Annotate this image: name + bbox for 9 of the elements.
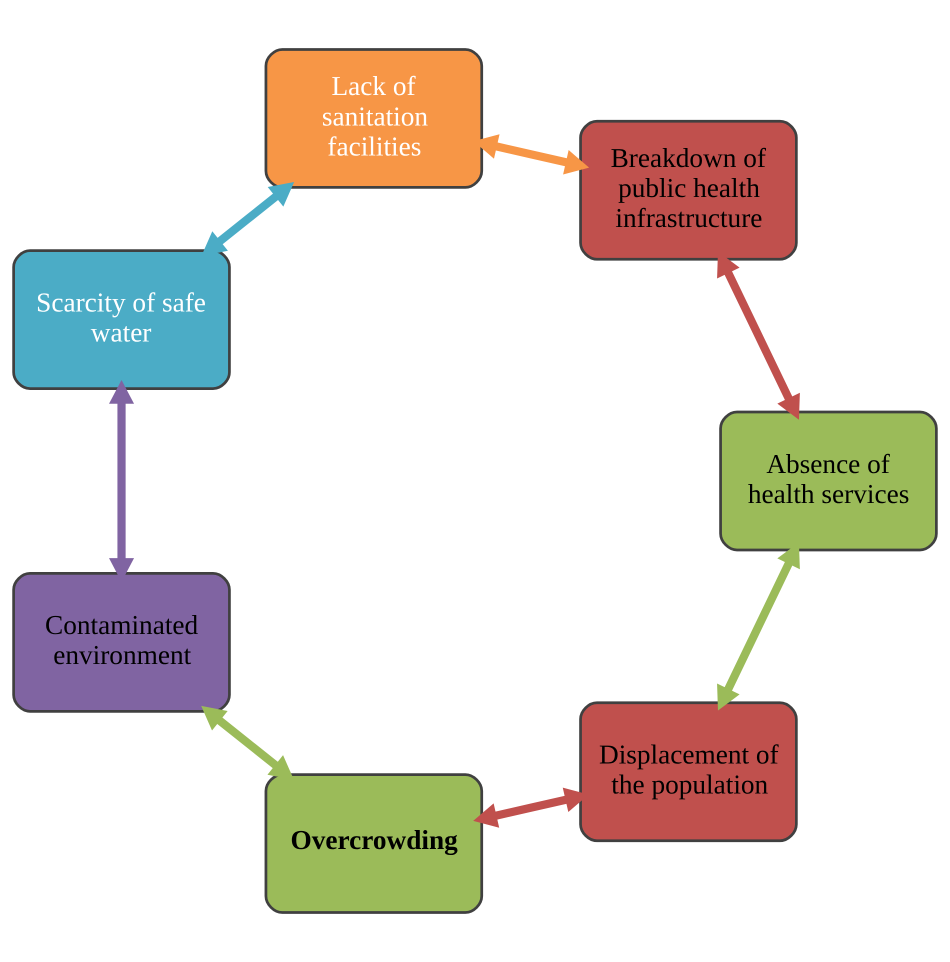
node-box: Breakdown of public health infrastructure — [579, 120, 798, 261]
node-box: Displacement of the population — [579, 701, 798, 842]
arrow — [201, 182, 294, 256]
node-box: Overcrowding — [264, 773, 484, 914]
arrow — [201, 706, 294, 780]
node-box: Scarcity of safe water — [12, 249, 231, 390]
node-box: Contaminated environment — [12, 572, 231, 713]
node-box: Lack of sanitation facilities — [264, 48, 484, 189]
node-box: Absence of health services — [719, 410, 938, 552]
